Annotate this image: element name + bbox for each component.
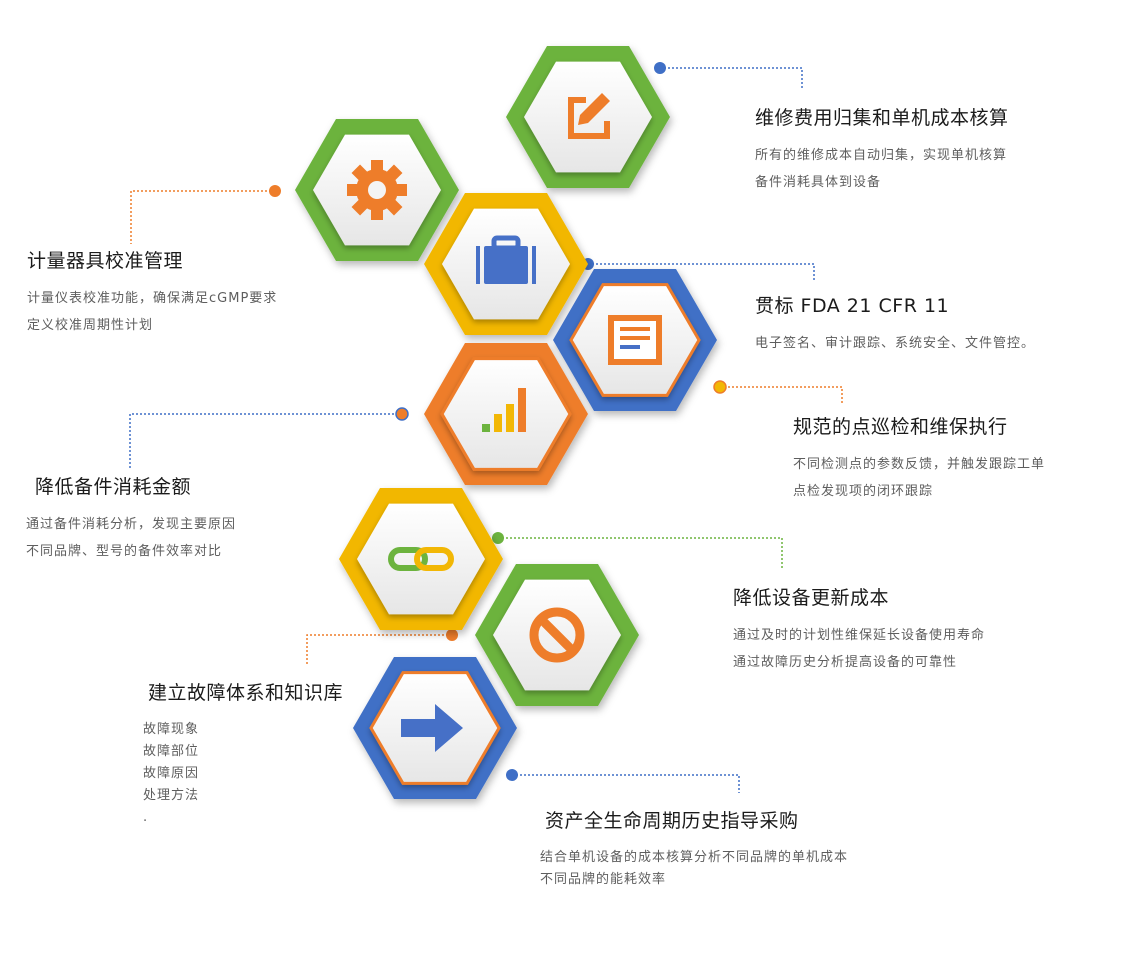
item-line: 通过及时的计划性维保延长设备使用寿命 <box>733 628 986 643</box>
document-icon <box>608 315 662 365</box>
hexagon-maintenance-cost <box>506 46 670 188</box>
item-title: 计量器具校准管理 <box>27 250 184 272</box>
item-lifecycle: 资产全生命周期历史指导采购 结合单机设备的成本核算分析不同品牌的单机成本 不同品… <box>540 806 848 891</box>
item-line: 处理方法 <box>143 788 200 803</box>
item-inspection: 规范的点巡检和维保执行 不同检测点的参数反馈，并触发跟踪工单 点检发现项的闭环跟… <box>793 412 1045 505</box>
item-line: 所有的维修成本自动归集，实现单机核算 <box>755 148 1008 163</box>
arrow-right-icon <box>401 704 463 752</box>
item-equipment-renewal: 降低设备更新成本 通过及时的计划性维保延长设备使用寿命 通过故障历史分析提高设备… <box>733 583 985 676</box>
hexagon-inspection <box>553 269 717 411</box>
item-line: 电子签名、审计跟踪、系统安全、文件管控。 <box>755 336 1036 351</box>
hexagon-lifecycle <box>353 657 517 799</box>
item-title: 资产全生命周期历史指导采购 <box>545 810 799 832</box>
gear-icon <box>347 160 407 220</box>
item-line: 不同检测点的参数反馈，并触发跟踪工单 <box>793 457 1046 472</box>
hexagon-equipment-renewal <box>339 488 503 630</box>
item-line: 结合单机设备的成本核算分析不同品牌的单机成本 <box>540 850 849 865</box>
connector-calibration <box>130 185 281 244</box>
connector-spare-parts <box>129 407 409 468</box>
item-spare-parts: 降低备件消耗金额 通过备件消耗分析，发现主要原因 不同品牌、型号的备件效率对比 <box>26 472 236 565</box>
item-line: 计量仪表校准功能，确保满足cGMP要求 <box>27 291 278 306</box>
item-line: 不同品牌、型号的备件效率对比 <box>26 544 223 559</box>
hexagon-calibration <box>295 119 459 261</box>
item-line: 故障原因 <box>143 766 200 781</box>
hexagon-compliance <box>424 193 588 335</box>
connector-equipment-renewal <box>492 532 783 570</box>
prohibit-icon <box>529 607 585 663</box>
item-title: 降低设备更新成本 <box>733 587 890 609</box>
item-title: 降低备件消耗金额 <box>35 476 192 498</box>
item-title: 建立故障体系和知识库 <box>148 682 344 704</box>
briefcase-icon <box>476 235 536 284</box>
connector-maintenance-cost <box>654 62 803 90</box>
item-title: 维修费用归集和单机成本核算 <box>755 107 1009 129</box>
item-line: 备件消耗具体到设备 <box>755 175 882 190</box>
hexagons <box>295 46 717 799</box>
item-calibration: 计量器具校准管理 计量仪表校准功能，确保满足cGMP要求 定义校准周期性计划 <box>27 246 277 339</box>
hexagon-spare-parts <box>424 343 588 485</box>
item-line: 定义校准周期性计划 <box>27 318 154 333</box>
hexagon-fault-knowledge <box>475 564 639 706</box>
connector-inspection <box>713 380 843 405</box>
item-line: 故障现象 <box>143 722 200 737</box>
bar-chart-icon <box>482 388 526 432</box>
item-maintenance-cost: 维修费用归集和单机成本核算 所有的维修成本自动归集，实现单机核算 备件消耗具体到… <box>755 103 1009 196</box>
connector-lifecycle <box>506 769 740 793</box>
item-fault-knowledge: 建立故障体系和知识库 故障现象 故障部位 故障原因 处理方法 . <box>143 678 344 829</box>
connector-fault-knowledge <box>306 629 458 666</box>
item-line: 通过备件消耗分析，发现主要原因 <box>26 517 237 532</box>
item-line: 不同品牌的能耗效率 <box>540 872 667 887</box>
item-line: 通过故障历史分析提高设备的可靠性 <box>733 655 958 670</box>
item-line: 点检发现项的闭环跟踪 <box>793 484 934 499</box>
item-title: 贯标 FDA 21 CFR 11 <box>755 295 950 317</box>
link-icon <box>388 547 454 571</box>
connectors <box>129 62 843 793</box>
edit-icon <box>568 93 610 139</box>
item-line: 故障部位 <box>143 744 200 759</box>
hexagon-face <box>357 503 485 615</box>
item-title: 规范的点巡检和维保执行 <box>793 416 1008 438</box>
item-compliance: 贯标 FDA 21 CFR 11 电子签名、审计跟踪、系统安全、文件管控。 <box>755 291 1035 357</box>
item-line: . <box>143 810 149 825</box>
